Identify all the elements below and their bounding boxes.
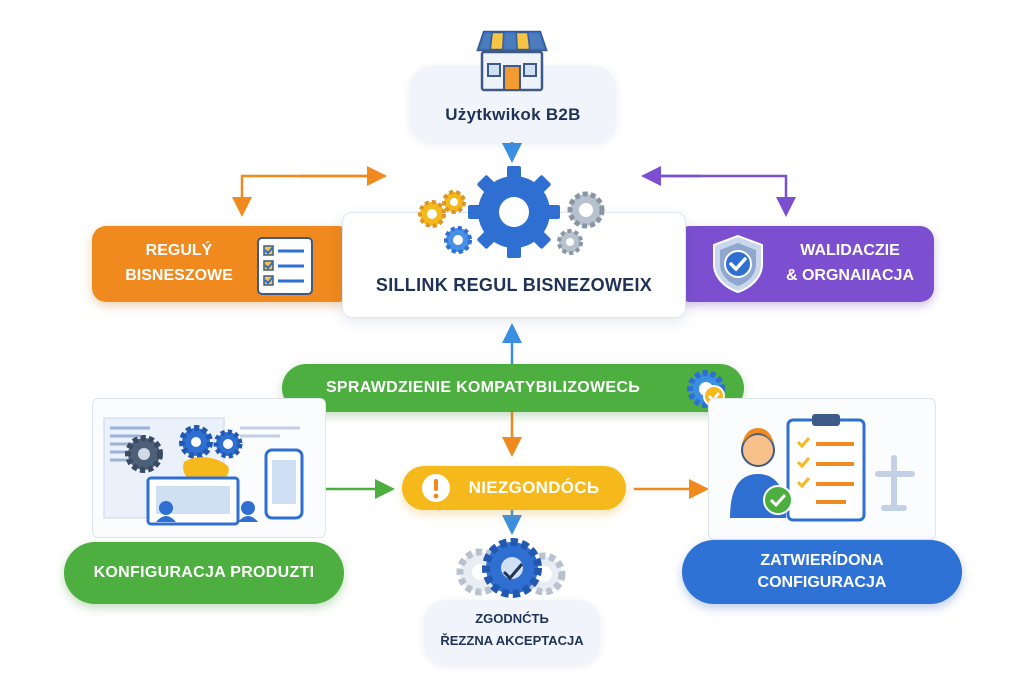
compliance-line1: ZGODNĆTЬ [475, 611, 549, 626]
business-rules-line1: REGULÝ [145, 242, 213, 259]
arrow-engine-validation [644, 174, 796, 217]
configurator-screen-icon [103, 417, 304, 526]
business-rules-label: REGULÝ BISNESZOWE [104, 238, 254, 292]
product-config-node: KONFIGURACJA PRODUZTI [64, 542, 344, 604]
approved-config-line1: ZATWIERÍDONA [760, 552, 884, 569]
product-config-label: KONFIGURACJA PRODUZTI [93, 564, 315, 581]
inconsistency-label: NIEZGONDÓCЬ [468, 478, 600, 497]
gear-cluster-icon [418, 166, 605, 258]
business-rules-line2: BISNESZOWE [125, 267, 233, 284]
validation-line2: & ORGNAIIACJA [785, 267, 914, 284]
user-approval-icon [730, 414, 915, 522]
engine-label: SILLINK REGUL BISNEZOWEIX [375, 274, 653, 295]
compliance-node [424, 600, 600, 664]
compliance-line2: ŘEZZNA AKCEPTACJA [440, 633, 584, 648]
warning-icon [422, 474, 450, 502]
compat-check-node: SPRAWDZIENIE KOMPATYBILIZOWECЬ [282, 364, 744, 412]
compat-check-label: SPRAWDZIENIE KOMPATYBILIZOWECЬ [325, 379, 641, 396]
compliance-label: ZGODNĆTЬ ŘEZZNA AKCEPTACJA [424, 608, 600, 658]
validation-label: WALIDACZIE & ORGNAIIACJA [772, 238, 928, 292]
approved-config-line2: CONFIGURACJA [757, 574, 887, 591]
user-label: Użytkwikok B2B [445, 105, 581, 124]
approved-config-node: ZATWIERÍDONA CONFIGURACJA [682, 540, 962, 604]
validation-line1: WALIDACZIE [800, 242, 900, 259]
arrow-engine-rules [232, 174, 385, 217]
store-icon [476, 30, 548, 92]
gear-compliance-icon [456, 538, 566, 598]
checklist-icon [257, 237, 313, 295]
gear-badge-icon [687, 370, 725, 408]
shield-check-icon [713, 234, 763, 294]
inconsistency-node: NIEZGONDÓCЬ [402, 466, 626, 510]
